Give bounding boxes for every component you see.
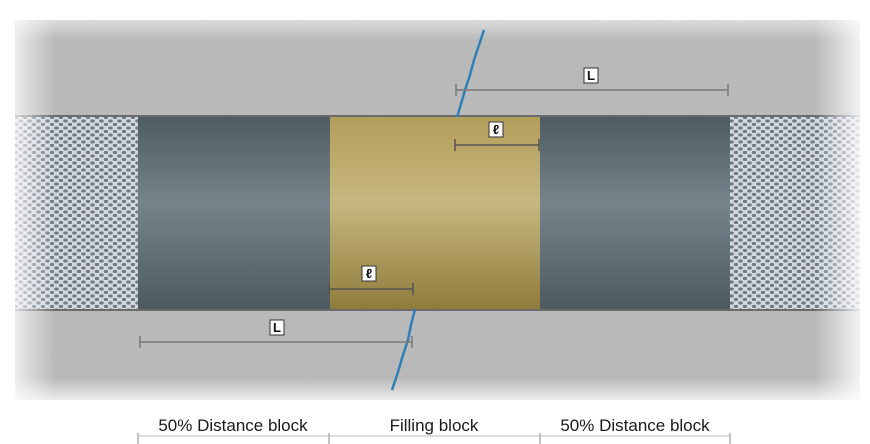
label-distance-block-right: 50% Distance block [560, 416, 710, 435]
label-l-upper: ℓ [493, 122, 499, 137]
label-L-upper: L [587, 68, 595, 83]
distance-block-left [138, 117, 330, 309]
fade-bottom [0, 378, 870, 408]
dimension-L-lower: L [139, 319, 413, 348]
fade-left [0, 0, 55, 444]
label-distance-block-left: 50% Distance block [158, 416, 308, 435]
block-legend: 50% Distance block Filling block 50% Dis… [137, 416, 731, 444]
fracture-upper [455, 29, 486, 118]
label-L-lower: L [273, 320, 281, 335]
dimension-L-upper: L [455, 67, 729, 96]
label-filling-block: Filling block [390, 416, 479, 435]
fade-right [815, 0, 870, 444]
distance-block-right [540, 117, 730, 309]
label-l-lower: ℓ [366, 266, 372, 281]
fade-top [0, 0, 870, 40]
dimension-l-lower: ℓ [328, 265, 414, 295]
fracture-lower [390, 308, 417, 391]
dimension-l-upper: ℓ [454, 121, 540, 151]
